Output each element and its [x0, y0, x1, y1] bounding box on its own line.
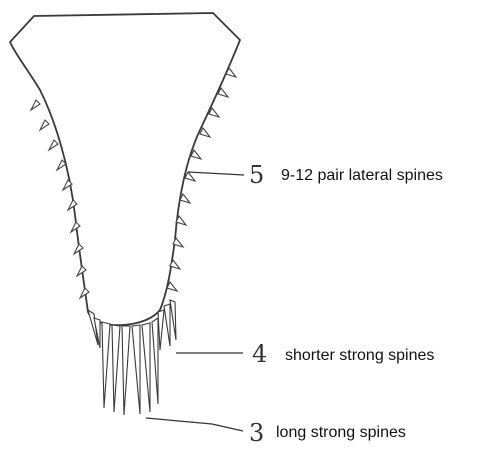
right-lateral-spine — [180, 194, 190, 203]
long-strong-spine — [142, 323, 150, 412]
long-strong-spine — [122, 326, 130, 415]
callout-label-shorter: shorter strong spines — [285, 347, 434, 364]
left-lateral-spine — [40, 120, 49, 130]
left-lateral-spine — [31, 100, 40, 110]
callout-label-long: long strong spines — [276, 424, 406, 441]
leader-line-long — [146, 418, 243, 431]
left-lateral-spine — [49, 140, 58, 150]
short-strong-spine — [158, 310, 164, 350]
long-strong-spines — [102, 318, 158, 415]
long-strong-spine — [132, 325, 140, 414]
callout-number-5: 5 — [249, 161, 264, 189]
callout-label-lateral: 9-12 pair lateral spines — [281, 167, 443, 184]
callout-number-4: 4 — [252, 340, 267, 368]
short-strong-spine — [170, 300, 176, 340]
right-lateral-spine — [200, 128, 210, 137]
leader-line-lateral — [188, 172, 244, 175]
long-strong-spine — [112, 325, 120, 412]
long-strong-spine — [102, 322, 110, 408]
short-strong-spine — [164, 304, 170, 346]
right-lateral-spine — [185, 172, 195, 181]
telson-outline — [10, 13, 240, 325]
long-strong-spine — [152, 318, 158, 404]
callout-number-3: 3 — [249, 419, 264, 447]
right-lateral-spine — [191, 150, 201, 159]
